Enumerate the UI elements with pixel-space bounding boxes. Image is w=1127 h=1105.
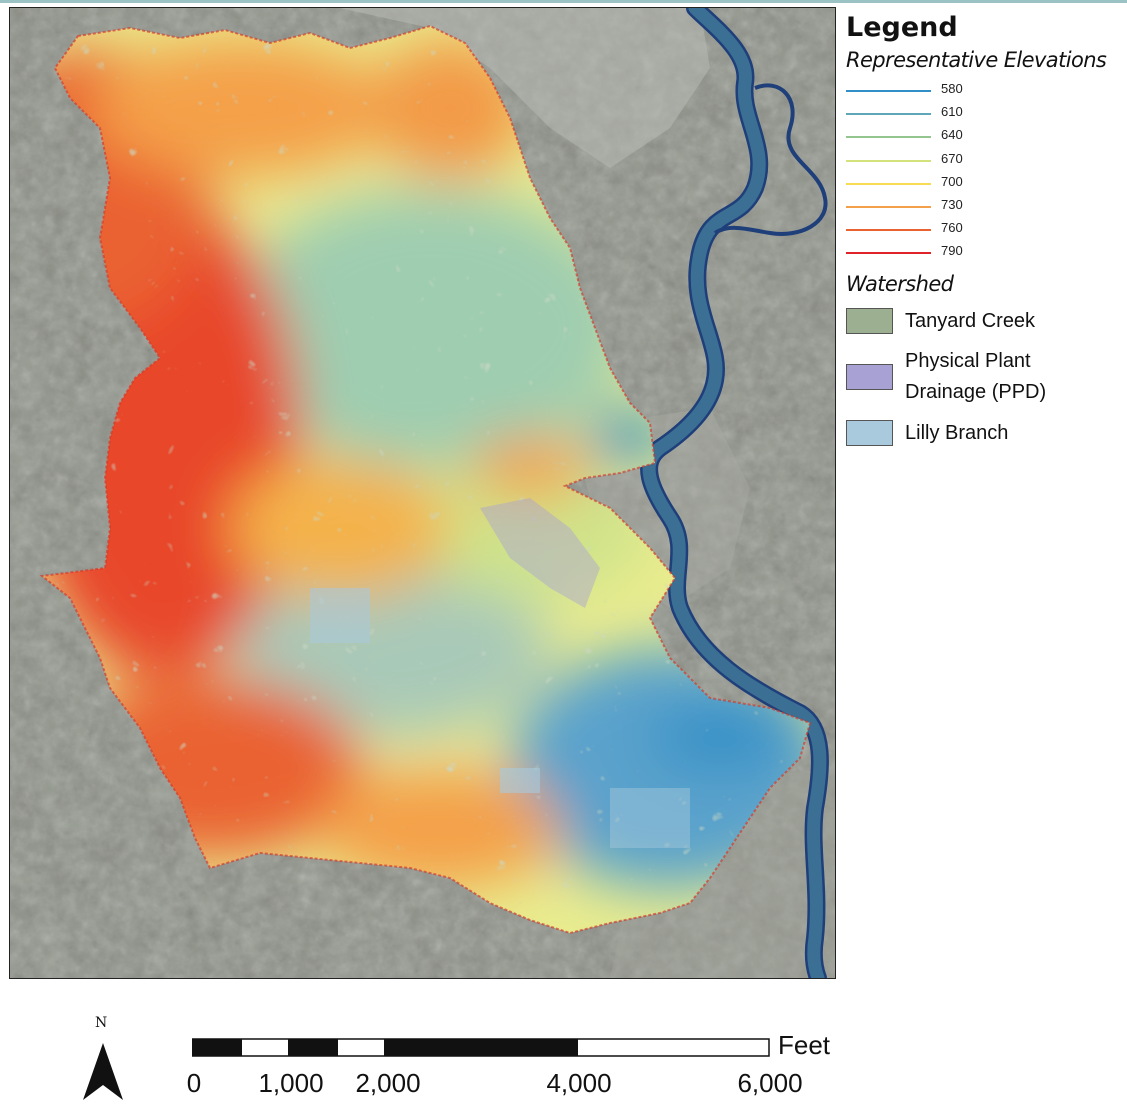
elevation-legend-item: 760 xyxy=(846,219,1124,242)
watershed-swatch xyxy=(846,363,893,390)
elevation-legend-item: 700 xyxy=(846,173,1124,196)
scale-unit-label: Feet xyxy=(778,1030,831,1060)
elevation-legend-item: 730 xyxy=(846,196,1124,219)
elevation-line-swatch xyxy=(846,159,931,162)
river xyxy=(713,83,828,236)
watershed-heading: Watershed xyxy=(846,271,954,296)
scale-tick-label: 4,000 xyxy=(546,1068,612,1098)
elevation-label: 700 xyxy=(941,173,963,189)
elevation-line-swatch xyxy=(846,90,931,92)
elevation-map xyxy=(10,8,835,978)
elevation-label: 760 xyxy=(941,220,963,236)
scale-tick-label: 6,000 xyxy=(737,1068,803,1098)
top-rule xyxy=(0,0,1127,3)
elevation-legend-item: 610 xyxy=(846,103,1124,126)
elevation-line-swatch xyxy=(846,136,931,139)
elevation-legend-list: 580 610 640 670 700 730 760 790 xyxy=(846,80,1124,266)
watershed-legend-item: Tanyard Creek xyxy=(846,306,1124,336)
watershed-swatch xyxy=(846,307,893,334)
legend-title: Legend xyxy=(846,12,958,43)
elevation-legend-item: 790 xyxy=(846,242,1124,265)
scale-tick-label: 1,000 xyxy=(258,1068,324,1098)
north-arrow-icon xyxy=(83,1043,123,1100)
elevation-line-swatch xyxy=(846,113,931,116)
river xyxy=(642,8,827,978)
urban-area xyxy=(340,8,710,168)
watershed-label: Lilly Branch xyxy=(905,421,1009,444)
elevation-line-swatch xyxy=(846,182,931,185)
scale-tick-label: 2,000 xyxy=(355,1068,421,1098)
elevation-line-swatch xyxy=(846,229,931,232)
watershed-legend-item: Lilly Branch xyxy=(846,418,1124,448)
watershed-legend-item: Physical Plant Drainage (PPD) xyxy=(846,346,1124,408)
elevations-heading: Representative Elevations xyxy=(846,48,1107,72)
elevation-legend-item: 640 xyxy=(846,126,1124,149)
watershed-label: Tanyard Creek xyxy=(905,309,1036,332)
elevation-line-swatch xyxy=(846,205,931,208)
map-frame[interactable] xyxy=(9,7,836,979)
scale-tick-label: 0 xyxy=(186,1068,202,1098)
watershed-swatch xyxy=(846,419,893,446)
legend: Legend Representative Elevations 580 610 6… xyxy=(846,12,1124,448)
elevation-label: 670 xyxy=(941,150,963,166)
elevation-line-swatch xyxy=(846,252,931,255)
elevation-label: 580 xyxy=(941,81,963,96)
elevation-legend-item: 580 xyxy=(846,80,1124,103)
elevation-label: 640 xyxy=(941,127,963,143)
elevation-label: 790 xyxy=(941,243,963,259)
elevation-legend-item: 670 xyxy=(846,150,1124,173)
north-label: N xyxy=(95,1015,108,1031)
scale-bar xyxy=(192,1038,770,1057)
elevation-label: 730 xyxy=(941,196,963,212)
elevation-label: 610 xyxy=(941,104,963,120)
watershed-label: Physical Plant Drainage (PPD) xyxy=(905,349,1047,403)
